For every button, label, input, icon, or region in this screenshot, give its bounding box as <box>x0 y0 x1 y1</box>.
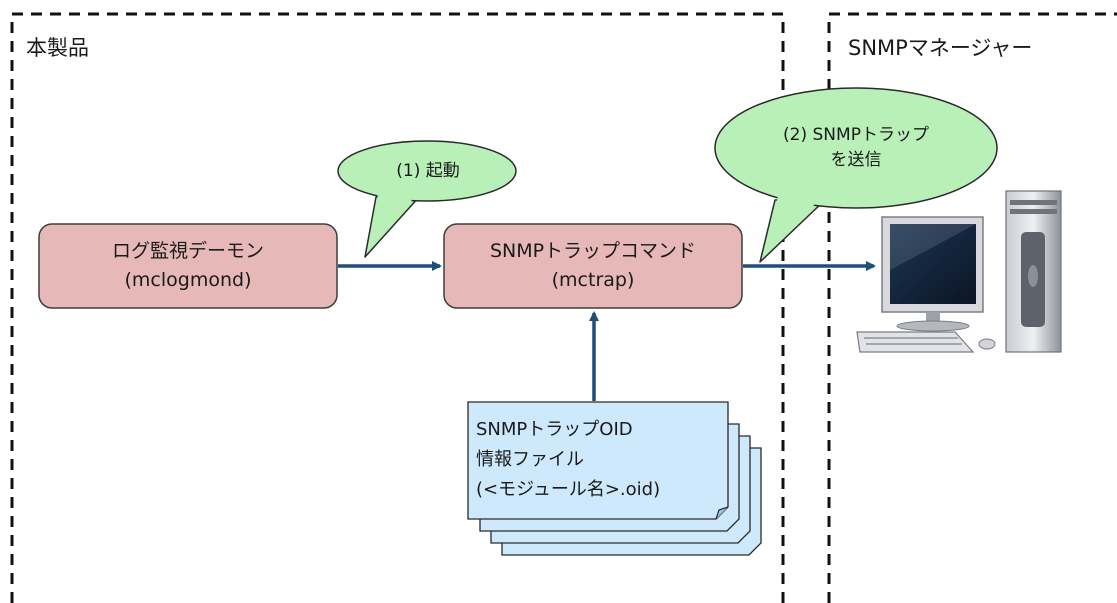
log-daemon-label: ログ監視デーモン (mclogmond) <box>39 224 337 308</box>
manager-region-border <box>827 12 1117 603</box>
callout-step1-text: (1) 起動 <box>396 160 460 181</box>
log-daemon-box <box>38 223 338 309</box>
manager-region-title: SNMPマネージャー <box>848 36 1033 60</box>
product-region-title: 本製品 <box>26 36 89 60</box>
callout-step2-text-line2: を送信 <box>830 150 882 170</box>
log-daemon-binary: (mclogmond) <box>124 269 252 291</box>
oid-file-line2: 情報ファイル <box>476 449 584 470</box>
oid-file-line3: (<モジュール名>.oid) <box>476 479 661 500</box>
trap-command-name: SNMPトラップコマンド <box>489 240 697 262</box>
trap-command-box <box>443 223 743 309</box>
trap-command-binary: (mctrap) <box>551 269 635 291</box>
callout-step2-bubble <box>714 87 998 263</box>
product-region-border <box>10 12 785 603</box>
oid-file-label: SNMPトラップOID 情報ファイル (<モジュール名>.oid) <box>476 407 724 513</box>
callout-step2: (2) SNMPトラップ を送信 <box>726 112 986 184</box>
callout-step1: (1) 起動 <box>348 148 508 194</box>
callout-step1-bubble <box>337 140 517 258</box>
desktop-computer-icon <box>856 190 1062 353</box>
oid-file-stack <box>467 401 762 556</box>
callout-step2-text-line1: (2) SNMPトラップ <box>783 125 929 145</box>
trap-command-label: SNMPトラップコマンド (mctrap) <box>444 224 742 308</box>
log-daemon-name: ログ監視デーモン <box>111 240 264 262</box>
oid-file-line1: SNMPトラップOID <box>476 419 633 440</box>
